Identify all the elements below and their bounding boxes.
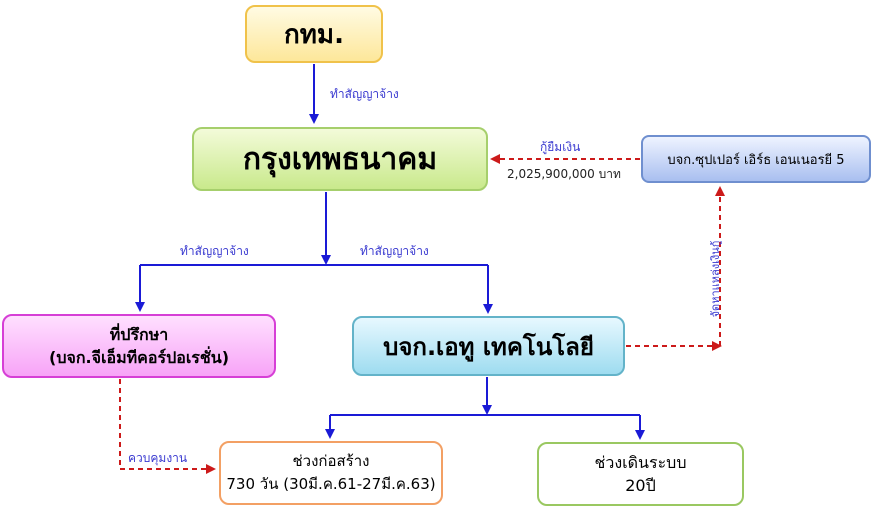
node-krungthep-label: กรุงเทพธนาคม: [242, 141, 438, 177]
node-consultant-title: ที่ปรึกษา: [109, 324, 169, 344]
node-build-detail: 730 วัน (30มี.ค.61-27มี.ค.63): [226, 475, 436, 493]
label-bkk-contract: ทำสัญญาจ้าง: [330, 87, 399, 101]
label-supervise: ควบคุมงาน: [128, 451, 188, 465]
label-funding: จัดหาแหล่งเงินกู้: [709, 240, 722, 318]
node-bkk: กทม.: [245, 5, 383, 63]
node-operate-detail: 20ปี: [625, 476, 656, 495]
node-operation-phase: ช่วงเดินระบบ 20ปี: [537, 442, 744, 506]
node-super-earth-label: บจก.ซุปเปอร์ เอิร์ธ เอนเนอรยี 5: [667, 152, 845, 168]
node-bkk-label: กทม.: [284, 19, 344, 50]
label-loan-amount: 2,025,900,000 บาท: [507, 167, 621, 181]
label-a2-contract: ทำสัญญาจ้าง: [360, 244, 429, 258]
label-consultant-contract: ทำสัญญาจ้าง: [180, 244, 249, 258]
label-loan: กู้ยืมเงิน: [540, 140, 581, 154]
node-a2-label: บจก.เอทู เทคโนโลยี: [383, 332, 594, 361]
node-consultant: ที่ปรึกษา (บจก.จีเอ็มทีคอร์ปอเรชั่น): [2, 314, 276, 378]
node-operate-title: ช่วงเดินระบบ: [594, 452, 687, 472]
node-consultant-name: (บจก.จีเอ็มทีคอร์ปอเรชั่น): [49, 348, 229, 367]
edge-supervise: [119, 379, 216, 474]
node-super-earth: บจก.ซุปเปอร์ เอิร์ธ เอนเนอรยี 5: [641, 135, 871, 183]
node-build-title: ช่วงก่อสร้าง: [292, 451, 370, 470]
node-construction-phase: ช่วงก่อสร้าง 730 วัน (30มี.ค.61-27มี.ค.6…: [219, 441, 443, 505]
node-krungthep-thanakom: กรุงเทพธนาคม: [192, 127, 488, 191]
node-a2-technology: บจก.เอทู เทคโนโลยี: [352, 316, 625, 376]
